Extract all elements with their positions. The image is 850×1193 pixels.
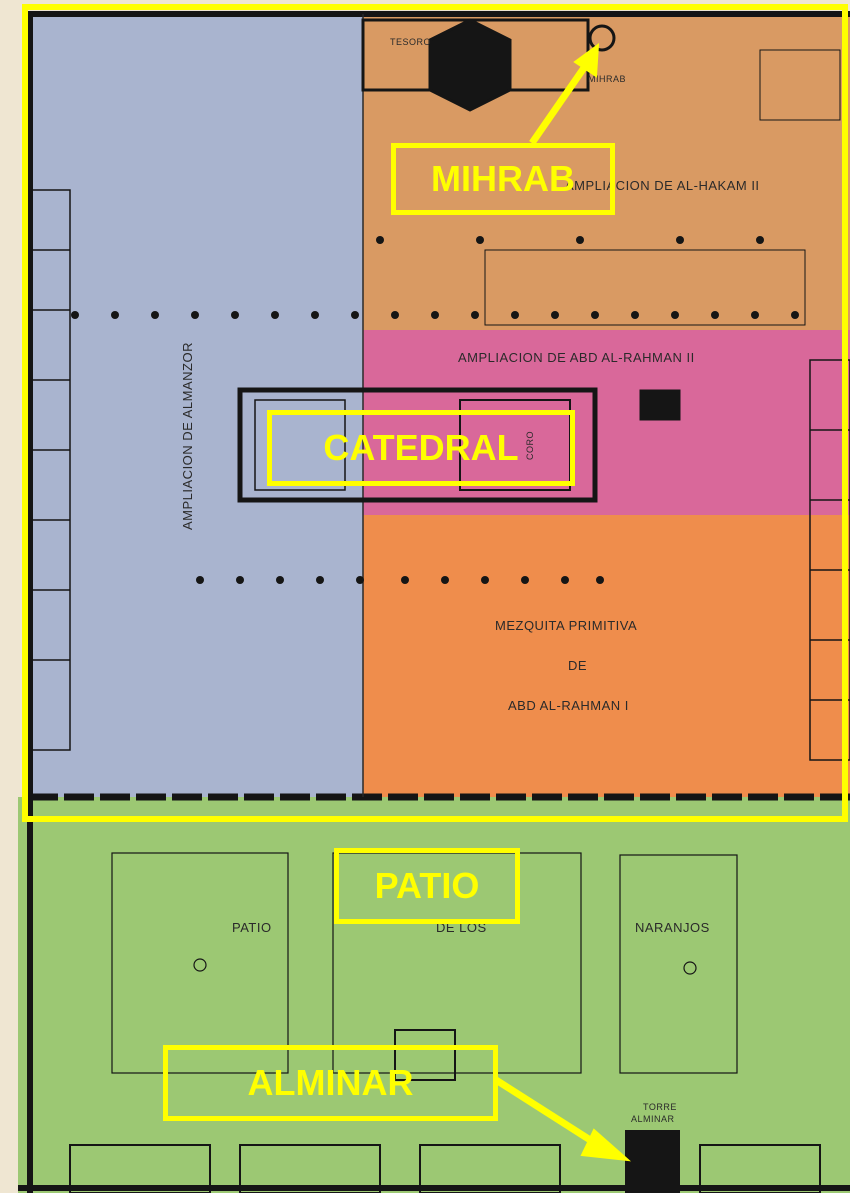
catedral-callout: CATEDRAL — [267, 410, 575, 486]
side-chapels — [29, 189, 850, 761]
mihrab-arrow — [529, 60, 591, 145]
arrows — [494, 42, 632, 1162]
zone-primitiva — [363, 515, 850, 797]
label-abd-ii: AMPLIACION DE ABD AL-RAHMAN II — [458, 350, 695, 365]
prayer-hall-frame — [22, 4, 848, 822]
label-patio: PATIO — [232, 920, 272, 935]
patio-structures — [111, 852, 738, 1081]
label-alminar-small: ALMINAR — [631, 1114, 675, 1124]
mihrab-structures — [361, 18, 841, 326]
column-dots — [71, 236, 799, 584]
label-primitiva-2: DE — [568, 658, 587, 673]
label-coro: CORO — [525, 431, 535, 460]
label-primitiva-3: ABD AL-RAHMAN I — [508, 698, 629, 713]
mihrab-arrowhead — [573, 42, 600, 78]
label-torre: TORRE — [643, 1102, 677, 1112]
label-primitiva-1: MEZQUITA PRIMITIVA — [495, 618, 637, 633]
patio-callout: PATIO — [334, 848, 520, 924]
label-tesoro: TESORO — [390, 37, 431, 47]
mihrab-callout: MIHRAB — [391, 143, 615, 215]
alminar-arrow — [494, 1077, 600, 1148]
zone-patio — [18, 797, 850, 1193]
alminar-callout: ALMINAR — [163, 1045, 498, 1121]
zone-almanzor — [28, 12, 363, 797]
bottom-galleries — [69, 1144, 821, 1193]
minaret-tower — [625, 1130, 680, 1193]
label-almanzor: AMPLIACION DE ALMANZOR — [180, 342, 195, 530]
label-mihrab-small: MIHRAB — [588, 74, 626, 84]
alminar-arrowhead — [580, 1128, 632, 1162]
cathedral-structure — [237, 387, 681, 503]
label-naranjos: NARANJOS — [635, 920, 710, 935]
